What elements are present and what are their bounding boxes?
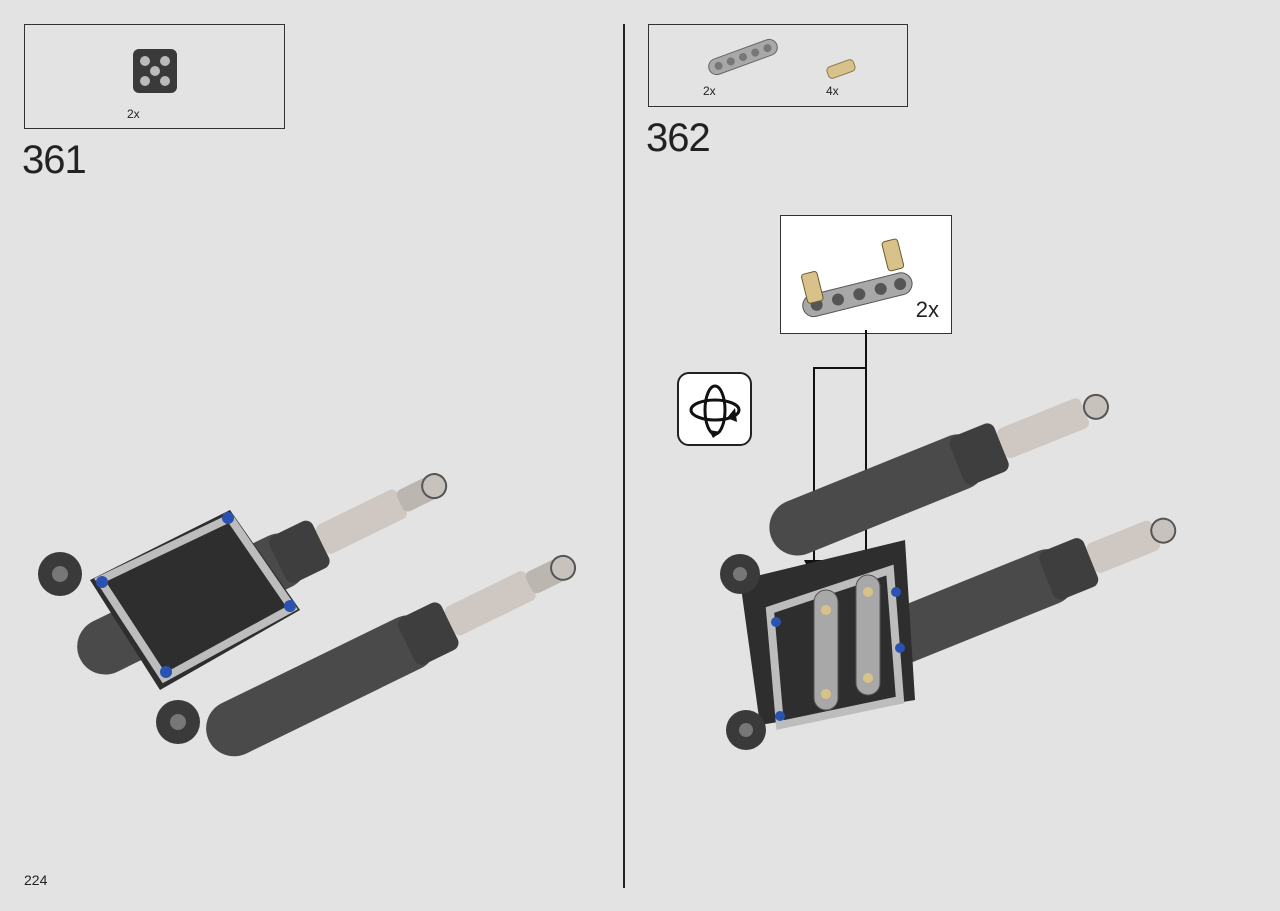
subassembly-qty: 2x (915, 297, 939, 322)
parts-callout-361: 2x (24, 24, 285, 129)
part-qty: 2x (127, 107, 140, 121)
step-361-model-illustration (38, 473, 577, 757)
pin-qty: 4x (826, 84, 839, 98)
beam-part-icon (708, 38, 778, 76)
subassembly-callout: 2x (780, 215, 952, 334)
lower-shock-absorber (206, 554, 577, 757)
rotate-model-icon (677, 372, 752, 446)
parts-callout-362: 2x 4x (648, 24, 908, 107)
callout-leader-line (813, 330, 867, 560)
step-number-362: 362 (646, 116, 711, 160)
frame-assembly (38, 510, 300, 744)
beam-with-pins-icon (801, 238, 913, 318)
rotate-arrows-icon (689, 384, 741, 438)
connector-block-part-icon (133, 49, 177, 93)
step-number-361: 361 (22, 138, 87, 182)
page-number: 224 (24, 872, 48, 888)
page-divider (623, 24, 625, 888)
pin-part-icon (826, 59, 856, 79)
step-362-model-illustration (720, 330, 1177, 750)
beam-qty: 2x (703, 84, 716, 98)
